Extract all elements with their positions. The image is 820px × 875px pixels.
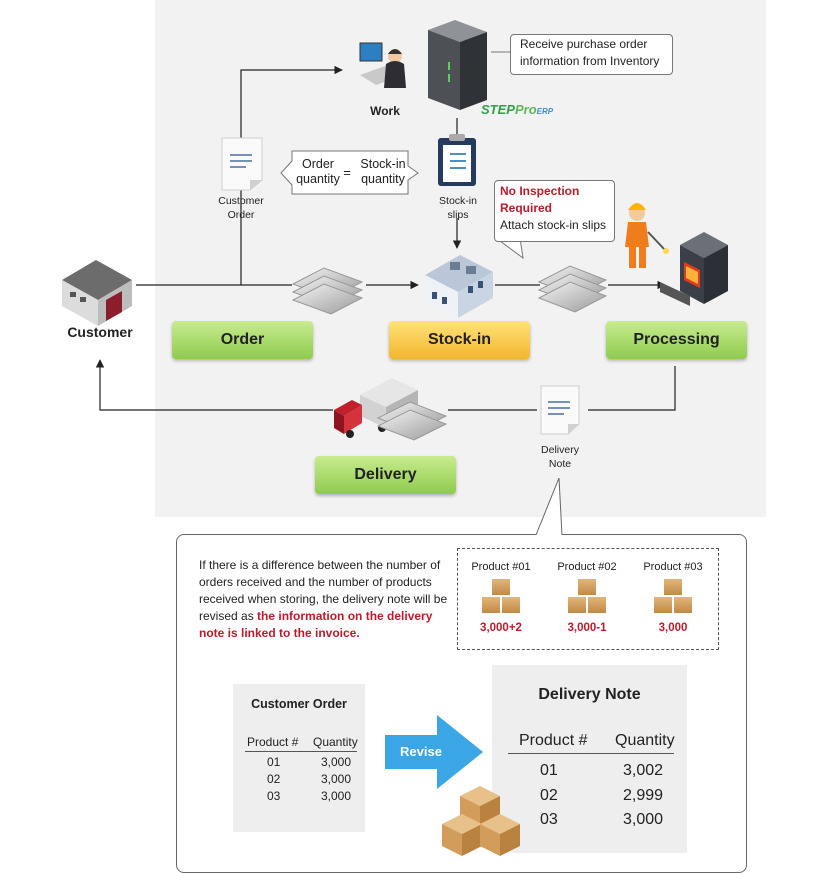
- customer-order-rule: [245, 751, 357, 752]
- customer-order-label: Customer Order: [210, 194, 272, 222]
- table-cell: 3,000: [623, 811, 664, 828]
- table-cell: 03: [540, 811, 558, 828]
- order-quantity-line1: Order: [302, 157, 334, 171]
- table-cell: 3,000: [321, 755, 352, 769]
- table-cell: 03: [267, 789, 281, 803]
- inspection-callout-tail: [495, 237, 524, 260]
- table-cell: 02: [267, 772, 281, 786]
- steel-plates-icon: [291, 267, 364, 315]
- product-item: Product #03 3,000: [630, 561, 716, 634]
- customer-order-label-line2: Order: [227, 209, 255, 221]
- delivery-note-document-icon: [540, 385, 580, 435]
- clipboard-icon: [438, 134, 476, 186]
- product-item: Product #02 3,000-1: [544, 561, 630, 634]
- product-quantity: 3,000+2: [480, 622, 522, 634]
- customer-order-sheet: Customer Order Product # Quantity 01 3,0…: [233, 684, 365, 832]
- erp-logo-pro: Pro: [514, 102, 537, 117]
- work-label: Work: [370, 104, 400, 118]
- inspection-line2: Required: [500, 201, 553, 215]
- stockin-slips-label: Stock-in slips: [430, 194, 486, 222]
- table-cell: 01: [540, 762, 558, 779]
- erp-callout: Receive purchase order information from …: [510, 34, 673, 75]
- order-quantity-line2: quantity: [296, 172, 340, 186]
- office-worker-icon: [359, 42, 406, 88]
- box-stack-icon: [568, 579, 606, 613]
- table-cell: 01: [267, 755, 281, 769]
- box-stack-icon: [654, 579, 692, 613]
- customer-order-header-quantity: Quantity: [313, 735, 358, 749]
- explanation-description: If there is a difference between the num…: [199, 558, 448, 623]
- furnace-icon: [660, 232, 728, 306]
- stage-processing-label: Processing: [633, 331, 720, 348]
- customer-label: Customer: [67, 324, 133, 340]
- product-name: Product #01: [471, 561, 531, 573]
- warehouse-icon: [62, 260, 132, 326]
- server-icon: [428, 20, 487, 110]
- erp-callout-line1: Receive purchase order: [520, 37, 648, 51]
- revise-arrow-icon: [385, 715, 483, 789]
- stockin-slips-line2: slips: [447, 209, 469, 221]
- delivery-note-rule: [508, 753, 674, 754]
- delivery-note-header-product: Product #: [519, 732, 588, 749]
- customer-order-label-line1: Customer: [218, 195, 264, 207]
- stage-delivery: Delivery: [315, 456, 456, 494]
- customer-order-title: Customer Order: [251, 697, 347, 711]
- steel-plates-icon: [376, 401, 448, 441]
- explanation-highlight: the information on the delivery note is …: [199, 609, 433, 640]
- inspection-line1: No Inspection: [500, 184, 580, 198]
- stage-delivery-label: Delivery: [354, 466, 417, 483]
- box-stack-icon: [482, 579, 520, 613]
- steel-plates-icon: [537, 265, 608, 313]
- delivery-note-header-quantity: Quantity: [615, 732, 675, 749]
- quantity-compare-bubble-shape: [280, 150, 419, 195]
- order-quantity-label: Order quantity: [292, 157, 344, 187]
- delivery-note-label-line1: Delivery: [541, 444, 579, 456]
- document-icon: [221, 137, 263, 191]
- customer-order-header-product: Product #: [247, 735, 299, 749]
- erp-callout-line2: information from Inventory: [520, 54, 660, 68]
- equals-sign: =: [343, 165, 351, 180]
- revise-label: Revise: [400, 744, 442, 759]
- table-cell: 3,002: [623, 762, 664, 779]
- flow-lines: [95, 65, 676, 411]
- box-stack-icon: [442, 786, 520, 856]
- stockin-quantity-line2: quantity: [361, 172, 405, 186]
- delivery-note-label-line2: Note: [548, 458, 572, 470]
- explanation-text: If there is a difference between the num…: [199, 557, 454, 642]
- product-item: Product #01 3,000+2: [458, 561, 544, 634]
- products-row: Product #01 3,000+2 Product #02 3,000-1 …: [458, 561, 716, 646]
- erp-logo-step: STEP: [481, 102, 515, 117]
- stage-processing: Processing: [606, 321, 747, 359]
- delivery-note-title: Delivery Note: [538, 686, 641, 703]
- product-quantity: 3,000: [658, 622, 688, 634]
- stockin-quantity-label: Stock-in quantity: [353, 157, 413, 187]
- table-cell: 3,000: [321, 789, 352, 803]
- stage-order: Order: [172, 321, 313, 359]
- factory-worker-icon: [625, 203, 669, 268]
- stage-stockin: Stock-in: [389, 321, 530, 359]
- inspection-line3: Attach stock-in slips: [500, 218, 607, 232]
- delivery-note-sheet: Delivery Note Product # Quantity 01 3,00…: [492, 665, 687, 853]
- factory-icon: [425, 255, 493, 318]
- inspection-callout: No Inspection Required Attach stock-in s…: [494, 180, 615, 242]
- product-name: Product #03: [643, 561, 703, 573]
- product-name: Product #02: [557, 561, 617, 573]
- delivery-note-label: Delivery Note: [532, 443, 588, 471]
- explanation-box-notch: [535, 478, 563, 536]
- stage-stockin-label: Stock-in: [427, 331, 492, 348]
- stockin-slips-line1: Stock-in: [439, 195, 477, 207]
- stockin-quantity-line1: Stock-in: [360, 157, 406, 171]
- erp-logo: STEPProERP: [481, 101, 553, 119]
- stage-order-label: Order: [220, 331, 265, 348]
- table-cell: 02: [540, 787, 558, 804]
- product-quantity: 3,000-1: [567, 622, 607, 634]
- erp-logo-erp: ERP: [536, 107, 554, 116]
- table-cell: 2,999: [623, 787, 664, 804]
- table-cell: 3,000: [321, 772, 352, 786]
